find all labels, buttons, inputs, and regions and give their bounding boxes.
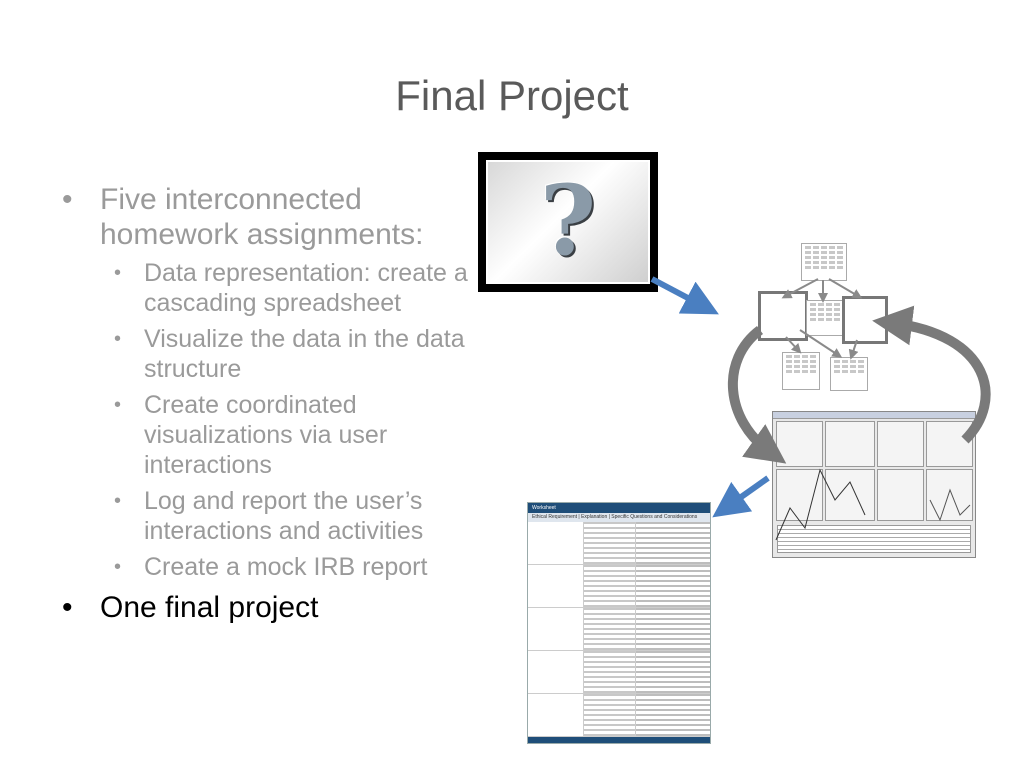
bullet-dot-icon: •	[114, 490, 122, 512]
sub-bullet-text: Create coordinated visualizations via us…	[144, 391, 388, 479]
arrow-icon	[848, 339, 859, 360]
doc-header: Worksheet	[528, 503, 710, 513]
arrow-icon	[785, 336, 802, 354]
spreadsheet-icon	[782, 352, 820, 390]
visualization-icon	[772, 411, 976, 558]
question-mark-panel: ?	[486, 160, 650, 284]
bullet-list: • Five interconnected homework assignmen…	[62, 182, 482, 631]
bullet-dot-icon: •	[114, 328, 122, 350]
bullet-dot-icon: •	[114, 556, 122, 578]
bullet-dot-icon: •	[62, 183, 73, 216]
arrow-icon	[650, 276, 719, 315]
bullet-item: • One final project	[62, 590, 482, 625]
spreadsheet-icon	[830, 357, 868, 391]
sub-bullet-item: • Data representation: create a cascadin…	[114, 258, 482, 318]
document-icon: Worksheet Ethical Requirement | Explanat…	[527, 502, 711, 744]
sub-bullet-item: • Create a mock IRB report	[114, 552, 482, 582]
sub-bullet-text: Log and report the user’s interactions a…	[144, 487, 424, 545]
bullet-text: One final project	[100, 591, 319, 624]
arrow-icon	[828, 278, 863, 299]
spreadsheet-icon	[801, 243, 847, 281]
question-mark-image: ?	[478, 152, 658, 292]
slide-title: Final Project	[395, 72, 629, 119]
bullet-dot-icon: •	[114, 394, 122, 416]
question-mark-icon: ?	[539, 164, 597, 277]
arrow-icon	[712, 475, 770, 518]
arrow-icon	[781, 278, 819, 299]
cycle-arrow-icon	[872, 305, 991, 444]
arrow-icon	[799, 329, 843, 358]
bullet-dot-icon: •	[114, 262, 122, 284]
bullet-dot-icon: •	[62, 591, 73, 624]
bullet-text: Five interconnected homework assignments…	[100, 183, 424, 251]
cycle-arrow-icon	[727, 326, 787, 464]
bullet-item: • Five interconnected homework assignmen…	[62, 182, 482, 252]
sub-bullet-text: Data representation: create a cascading …	[144, 259, 468, 317]
sub-bullet-item: • Visualize the data in the data structu…	[114, 324, 482, 384]
sub-bullet-text: Create a mock IRB report	[144, 553, 428, 581]
doc-subheader: Ethical Requirement | Explanation | Spec…	[528, 513, 710, 522]
sub-bullet-item: • Create coordinated visualizations via …	[114, 390, 482, 480]
sub-bullet-text: Visualize the data in the data structure	[144, 325, 465, 383]
sub-bullet-item: • Log and report the user’s interactions…	[114, 486, 482, 546]
